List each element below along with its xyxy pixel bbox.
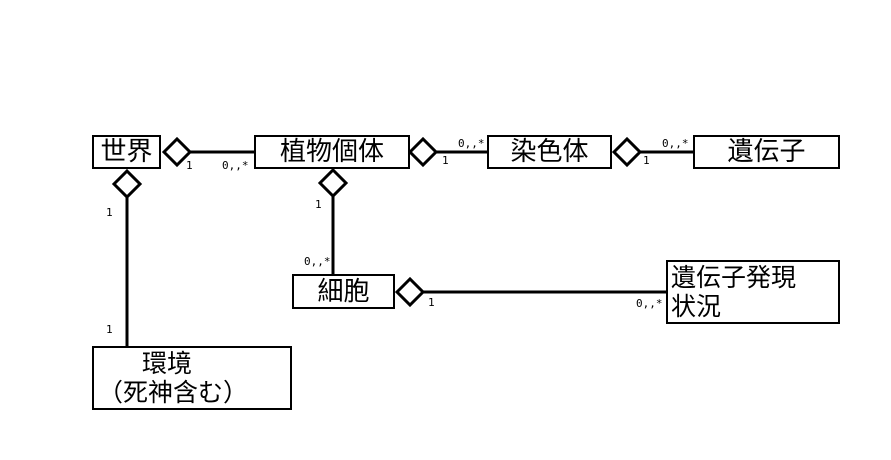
mult-plant-chromosome-whole: 1 [442,154,449,167]
class-world: 世界 [92,135,161,169]
class-gene-expression: 遺伝子発現 状況 [666,260,840,324]
mult-plant-cell-whole: 1 [315,198,322,211]
class-environment-line2: （死神含む） [98,378,249,407]
mult-cell-expression-part: 0,,* [636,297,663,310]
mult-plant-chromosome-part: 0,,* [458,137,485,150]
class-gene-expression-line1: 遺伝子発現 [671,263,797,292]
class-cell: 細胞 [292,274,395,309]
mult-cell-expression-whole: 1 [428,296,435,309]
mult-world-environment-part: 1 [106,323,113,336]
class-gene: 遺伝子 [693,135,840,169]
class-environment: 環境 （死神含む） [92,346,292,410]
class-gene-expression-line2: 状況 [671,292,722,321]
class-chromosome: 染色体 [487,135,612,169]
aggregation-diamond-world-plant [161,136,193,168]
mult-plant-cell-part: 0,,* [304,255,331,268]
aggregation-diamond-world-environment [111,168,143,200]
class-world-label: 世界 [100,137,153,167]
aggregation-diamond-plant-chromosome [407,136,439,168]
class-plant-label: 植物個体 [279,137,384,167]
aggregation-diamond-plant-cell [317,167,349,199]
mult-chromosome-gene-part: 0,,* [662,137,689,150]
aggregation-diamond-cell-expression [394,276,426,308]
aggregation-diamond-chromosome-gene [611,136,643,168]
mult-world-environment-whole: 1 [106,206,113,219]
class-gene-label: 遺伝子 [727,137,806,167]
class-plant: 植物個体 [254,135,410,169]
class-environment-line1: 環境 [142,349,193,378]
class-chromosome-label: 染色体 [510,137,589,167]
class-cell-label: 細胞 [317,276,370,307]
mult-chromosome-gene-whole: 1 [643,154,650,167]
mult-world-plant-whole: 1 [186,159,193,172]
mult-world-plant-part: 0,,* [222,159,249,172]
